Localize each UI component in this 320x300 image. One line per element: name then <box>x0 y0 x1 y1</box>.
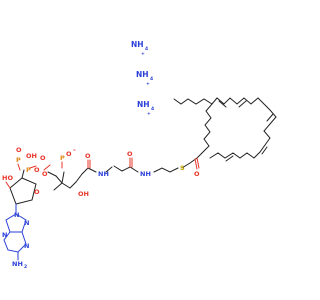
amide-oxygen-1: O <box>127 150 133 158</box>
adenine-n9: N <box>14 211 19 219</box>
ribose-ring: O HO <box>2 169 40 205</box>
amine-nh2: NH <box>12 260 23 268</box>
amide-oxygen-2: O <box>85 152 91 160</box>
ring-oxygen: O <box>34 188 40 196</box>
amide-nitrogen-1: NH <box>140 170 151 178</box>
bridge-oxygen-2: O <box>40 154 46 162</box>
ho-label: HO <box>2 174 13 182</box>
ammonium-1-label: NH <box>131 40 144 49</box>
phosphate-o-minus: O <box>66 150 72 158</box>
ammonium-ion-3: NH 4 + <box>137 100 154 117</box>
phosphate-oxygen: O <box>34 166 40 174</box>
adenine-n1: N <box>24 242 29 250</box>
structure-diagram: NH 4 + NH 4 + NH 4 + O S NH <box>2 40 277 270</box>
ammonium-3-subscript: 4 <box>151 106 154 112</box>
adenine-n7: N <box>24 219 29 227</box>
phosphorus-atom-1: P <box>60 154 65 162</box>
phosphate-3prime: P O OH <box>16 146 37 171</box>
phosphorus-atom-3: P <box>16 156 21 164</box>
acyl-chain <box>173 97 277 162</box>
hydroxyl-oh: OH <box>78 190 89 198</box>
amide-nitrogen-2: NH <box>98 170 109 178</box>
phosphate3-oxygen: O <box>16 146 22 154</box>
phosphate3-oh: OH <box>26 152 37 160</box>
adenine-n3: N <box>2 231 7 239</box>
ammonium-ion-2: NH 4 + <box>136 70 153 87</box>
ammonium-2-subscript: 4 <box>150 76 153 82</box>
amine-subscript: 2 <box>24 264 27 270</box>
sulfur-atom: S <box>180 164 185 172</box>
ammonium-1-subscript: 4 <box>145 46 148 52</box>
adenine-base: N N N N NH 2 <box>2 203 29 270</box>
ammonium-2-charge: + <box>146 81 150 87</box>
phosphorus-atom-2: P <box>26 166 31 174</box>
minus-sign: - <box>73 146 76 154</box>
ammonium-ion-1: NH 4 + <box>131 40 148 57</box>
diphosphate-group: O P O - O P O <box>26 146 76 178</box>
thioester-oxygen: O <box>194 170 200 178</box>
molecule-canvas: NH 4 + NH 4 + NH 4 + O S NH <box>2 40 277 270</box>
ammonium-3-charge: + <box>147 111 151 117</box>
bridge-oxygen-1: O <box>42 170 48 178</box>
ammonium-3-label: NH <box>137 100 150 109</box>
thioester-region: O S NH O NH O OH <box>47 145 210 198</box>
ammonium-1-charge: + <box>141 51 145 57</box>
ammonium-2-label: NH <box>136 70 149 79</box>
